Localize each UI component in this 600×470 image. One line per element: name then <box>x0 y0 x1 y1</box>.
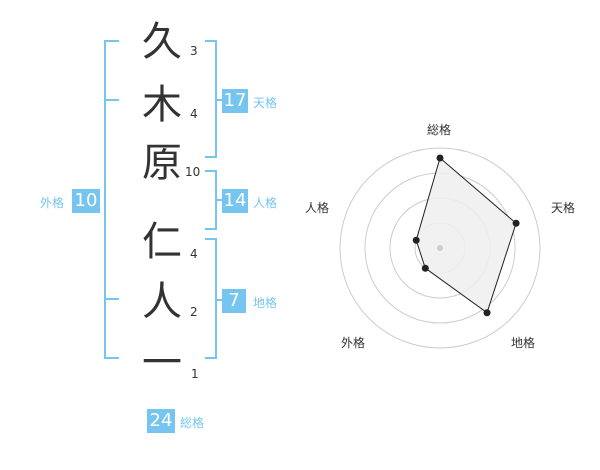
radar-point <box>412 236 420 244</box>
soukaku-value: 24 <box>147 409 175 433</box>
chikaku-value: 7 <box>222 289 246 313</box>
radar-ring <box>339 147 541 349</box>
radar-label-tenkaku: 天格 <box>551 201 576 215</box>
name-char-3: 原 <box>142 140 182 186</box>
radar-label-gaikaku: 外格 <box>341 336 366 350</box>
tenkaku-label: 天格 <box>253 96 278 110</box>
radar-area <box>415 157 517 314</box>
radar-point <box>436 154 444 162</box>
name-char-5: 人 <box>142 279 182 325</box>
name-char-2: 木 <box>142 82 182 128</box>
stroke-count-4: 4 <box>190 247 198 261</box>
gaikaku-label: 外格 <box>40 196 65 210</box>
soukaku-label: 総格 <box>180 416 205 430</box>
jinkaku-value: 14 <box>222 189 248 213</box>
name-char-1: 久 <box>142 19 182 65</box>
radar-point <box>512 219 520 227</box>
stroke-count-2: 4 <box>190 107 198 121</box>
name-char-4: 仁 <box>142 219 182 265</box>
radar-point <box>483 309 491 317</box>
radar-point <box>421 264 429 272</box>
radar-center <box>437 245 443 251</box>
stroke-count-5: 2 <box>190 305 198 319</box>
gaikaku-value: 10 <box>72 189 100 213</box>
stroke-count-6: 1 <box>191 367 199 381</box>
tenkaku-value: 17 <box>222 89 248 113</box>
radar-label-chikaku: 地格 <box>511 336 536 350</box>
stroke-count-1: 3 <box>190 44 198 58</box>
name-char-6: 一 <box>142 340 182 386</box>
radar-label-jinkaku: 人格 <box>305 201 330 215</box>
jinkaku-label: 人格 <box>253 196 278 210</box>
chikaku-label: 地格 <box>253 296 278 310</box>
stroke-count-3: 10 <box>185 165 201 179</box>
radar-label-soukaku: 総格 <box>427 123 452 137</box>
